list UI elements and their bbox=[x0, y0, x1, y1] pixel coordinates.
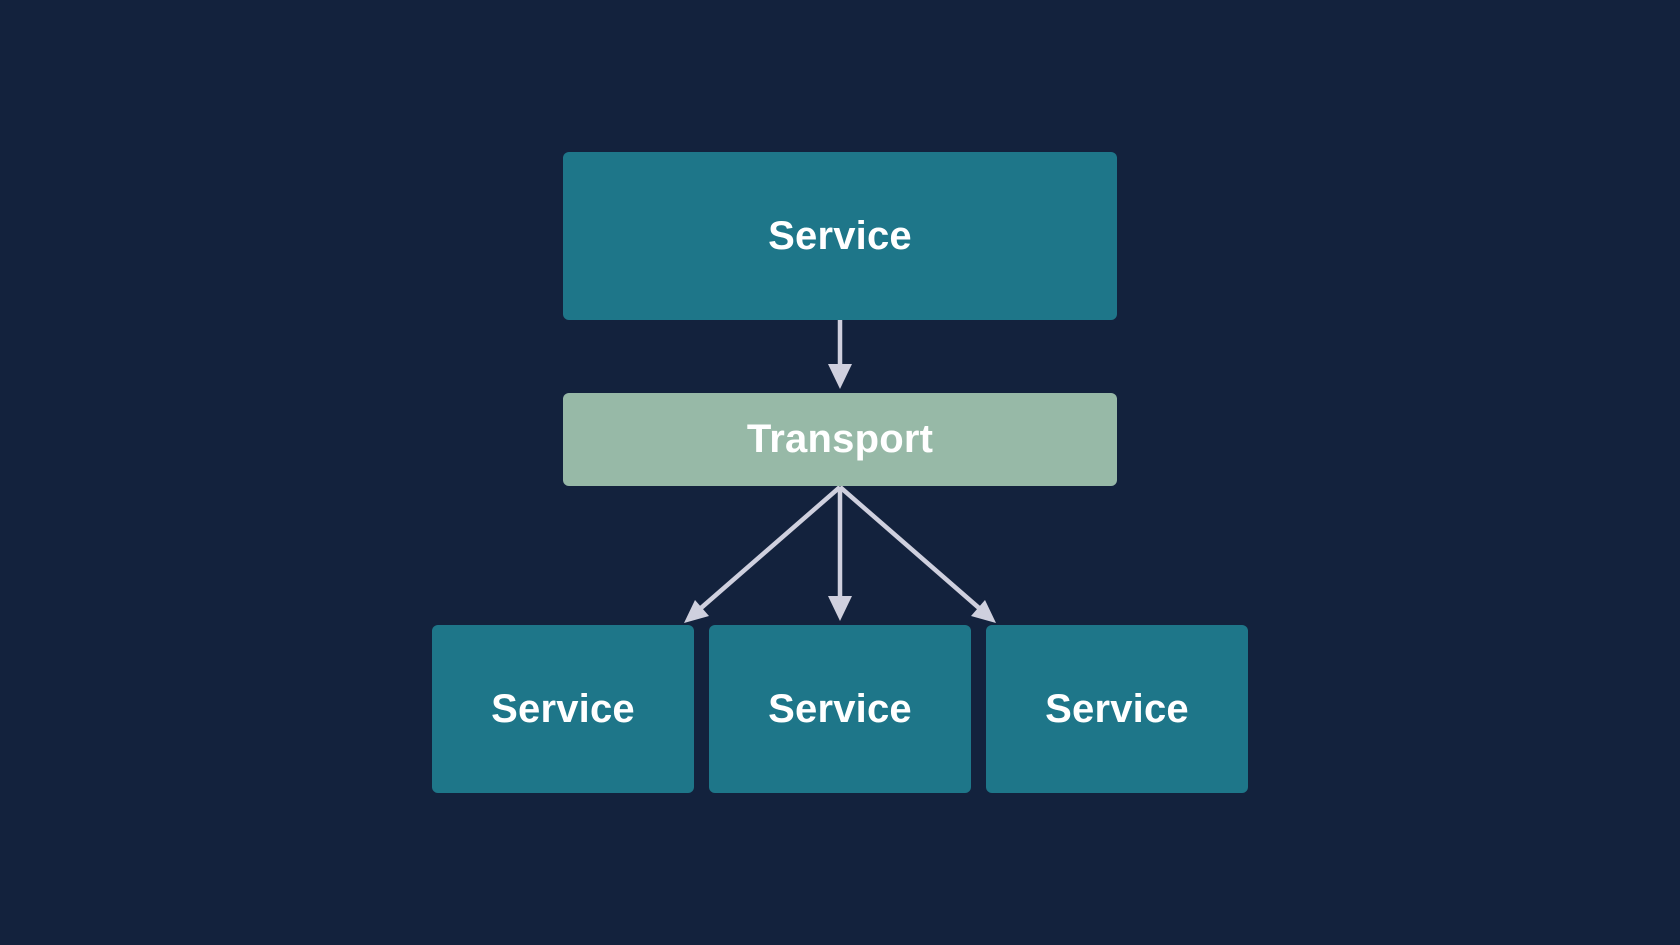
arrowhead-icon bbox=[828, 364, 852, 389]
node-label: Service bbox=[491, 686, 635, 731]
edge-top-to-transport bbox=[828, 320, 852, 389]
arrowhead-icon bbox=[828, 596, 852, 621]
edge-line bbox=[838, 485, 981, 610]
arrowhead-icon bbox=[971, 600, 996, 623]
service-node-bottom-left: Service bbox=[432, 625, 694, 793]
edge-line bbox=[699, 485, 842, 610]
node-label: Service bbox=[768, 686, 912, 731]
service-node-top: Service bbox=[563, 152, 1117, 320]
node-label: Service bbox=[768, 213, 912, 258]
transport-node: Transport bbox=[563, 393, 1117, 486]
service-node-bottom-right: Service bbox=[986, 625, 1248, 793]
node-label: Transport bbox=[746, 417, 934, 461]
edge-transport-to-service-right bbox=[838, 485, 996, 623]
edge-transport-to-service-left bbox=[684, 485, 842, 623]
node-label: Service bbox=[1045, 686, 1189, 731]
edge-transport-to-service-middle bbox=[828, 487, 852, 621]
arrowhead-icon bbox=[684, 600, 709, 623]
service-node-bottom-middle: Service bbox=[709, 625, 971, 793]
